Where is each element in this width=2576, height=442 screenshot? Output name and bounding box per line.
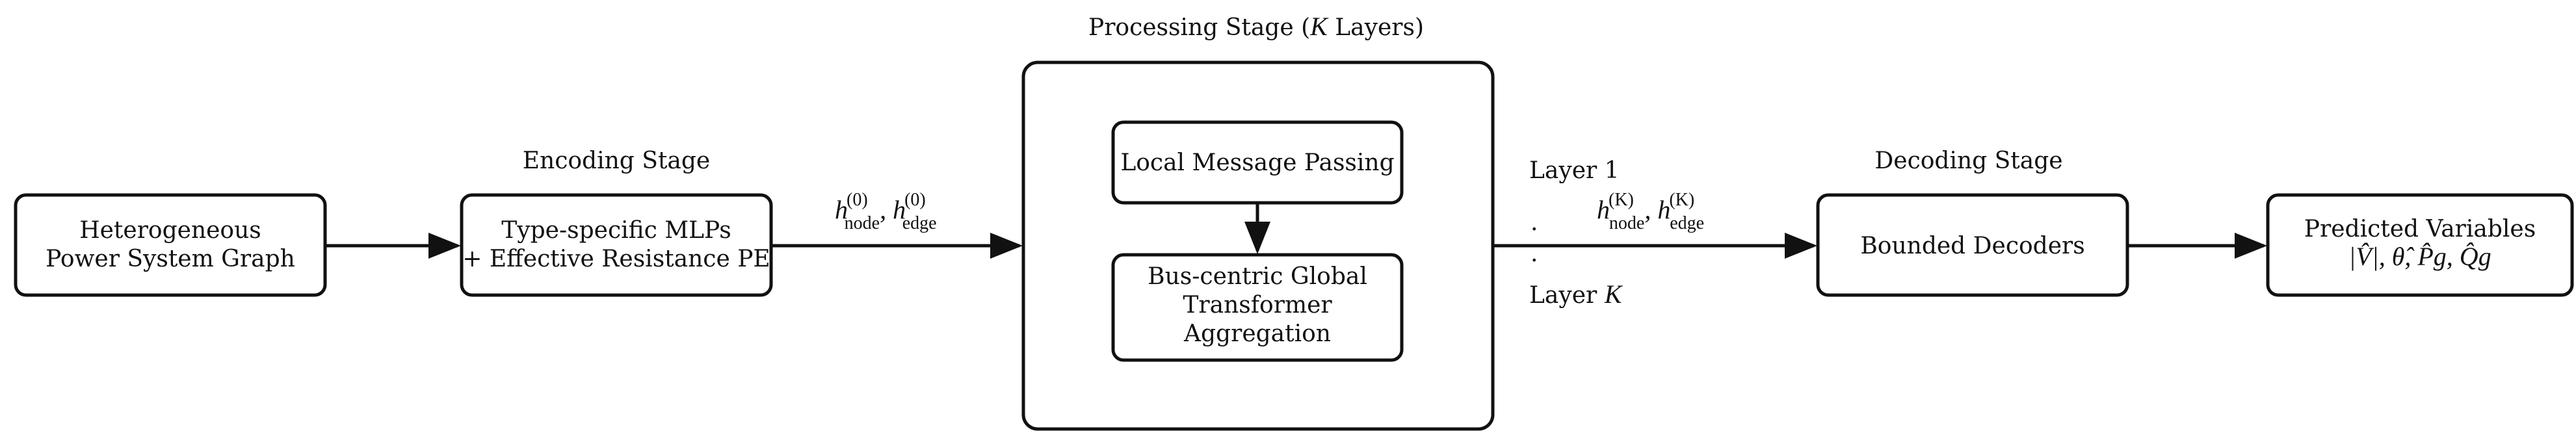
stage-label-processing: Processing Stage (K Layers) — [1088, 12, 1424, 41]
node-output-label: Predicted Variables — [2304, 216, 2536, 242]
node-output-math: |V̂|, θ̂, P̂g, Q̂g — [2348, 242, 2491, 271]
layer-label-last: Layer K — [1529, 280, 1623, 309]
node-input-graph-line-1: Heterogeneous — [79, 217, 261, 244]
node-global-transformer: Bus-centric Global Transformer Aggregati… — [1111, 253, 1404, 362]
node-encoder-line-1: Type-specific MLPs — [501, 217, 731, 244]
stage-label-encoding: Encoding Stage — [523, 148, 710, 174]
node-input-graph: Heterogeneous Power System Graph — [14, 193, 327, 297]
node-decoder: Bounded Decoders — [1816, 193, 2129, 297]
node-output: Predicted Variables |V̂|, θ̂, P̂g, Q̂g — [2266, 193, 2574, 297]
stage-label-decoding: Decoding Stage — [1874, 148, 2062, 174]
layer-dot-1: . — [1531, 209, 1538, 236]
node-global-transformer-line-2: Transformer — [1183, 292, 1332, 318]
edge-label-initial-embeddings: h(0)node, h(0)edge — [835, 190, 937, 233]
layer-label-first: Layer 1 — [1529, 157, 1620, 184]
node-global-transformer-line-3: Aggregation — [1183, 320, 1331, 347]
node-global-transformer-line-1: Bus-centric Global — [1148, 263, 1367, 290]
node-local-mp-label: Local Message Passing — [1120, 150, 1394, 176]
edge-label-final-embeddings: h(K)node, h(K)edge — [1597, 190, 1704, 233]
node-input-graph-line-2: Power System Graph — [46, 246, 295, 272]
layer-dot-2: . — [1531, 240, 1538, 267]
node-encoder-line-2: + Effective Resistance PE — [462, 246, 770, 272]
node-local-message-passing: Local Message Passing — [1111, 120, 1404, 205]
node-decoder-label: Bounded Decoders — [1860, 233, 2084, 259]
node-encoder: Type-specific MLPs + Effective Resistanc… — [460, 193, 773, 297]
